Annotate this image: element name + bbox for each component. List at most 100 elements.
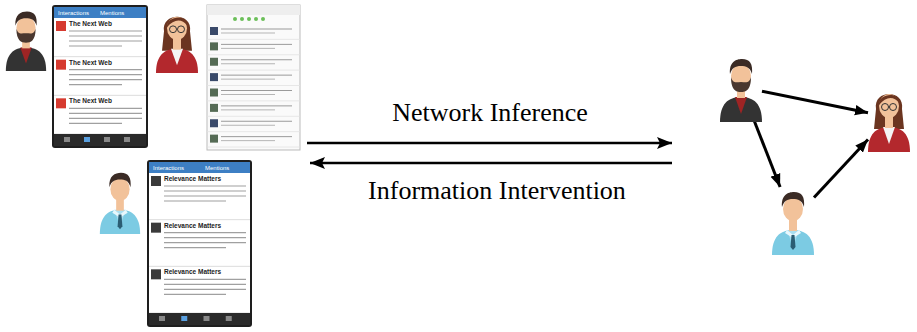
label-text: Relevance Matters xyxy=(164,175,221,182)
phone-screen xyxy=(149,162,250,325)
text-line xyxy=(164,190,246,191)
text-line xyxy=(69,113,142,114)
status-icon xyxy=(233,17,237,21)
beard xyxy=(731,77,751,92)
text-line xyxy=(164,237,246,238)
text-line xyxy=(164,232,246,233)
beard xyxy=(16,29,35,43)
glasses-bridge xyxy=(177,29,178,30)
text-line xyxy=(221,79,275,80)
phone-header xyxy=(54,7,146,18)
person-node xyxy=(716,52,766,122)
neck xyxy=(173,39,181,50)
neck xyxy=(789,220,797,231)
tweet-author: The Next Web xyxy=(69,97,112,105)
status-icon xyxy=(240,17,244,21)
person-icon xyxy=(156,17,198,73)
avatar xyxy=(210,104,218,112)
tab-icon xyxy=(226,316,232,321)
avatar xyxy=(151,269,161,279)
person-icon xyxy=(100,173,140,234)
tab-icon xyxy=(64,137,70,142)
row-divider xyxy=(54,56,146,57)
text-line xyxy=(221,105,292,106)
text-line xyxy=(221,44,292,45)
label-text: Interactions xyxy=(58,10,89,16)
text-line xyxy=(69,69,142,70)
influence-arrow xyxy=(753,118,780,187)
avatar xyxy=(151,176,161,186)
text-line xyxy=(221,90,292,91)
text-line xyxy=(164,195,246,196)
head xyxy=(879,94,899,118)
person-node xyxy=(768,183,818,257)
avatar xyxy=(56,21,66,31)
text-line xyxy=(164,247,226,248)
row-divider xyxy=(207,70,300,71)
text-line xyxy=(69,123,122,124)
shirt xyxy=(171,49,183,66)
text-line xyxy=(69,30,142,31)
shirt xyxy=(20,47,32,63)
neck xyxy=(885,117,893,128)
status-icon xyxy=(261,17,265,21)
person-figure xyxy=(868,94,910,152)
person-figure xyxy=(772,192,814,255)
body xyxy=(156,49,198,73)
hair xyxy=(730,59,752,74)
glasses xyxy=(178,26,185,33)
person-icon xyxy=(6,12,46,71)
screen-tab: Mentions xyxy=(100,9,124,17)
phone-frame xyxy=(52,5,148,148)
hair xyxy=(782,192,804,207)
avatar xyxy=(210,119,218,127)
phone-frame xyxy=(147,160,252,327)
text-line xyxy=(221,94,275,95)
hair-back xyxy=(162,17,192,51)
label-text: The Next Web xyxy=(69,20,112,27)
tweet-author: Relevance Matters xyxy=(164,268,221,276)
intervention-arrow xyxy=(310,162,672,165)
body xyxy=(100,210,140,234)
status-icon xyxy=(247,17,251,21)
text-line xyxy=(164,242,246,243)
text-line xyxy=(69,108,142,109)
row-divider xyxy=(149,266,250,267)
text-line xyxy=(69,79,142,80)
tie xyxy=(791,235,796,250)
neck xyxy=(116,200,124,211)
avatar xyxy=(210,89,218,97)
tab-icon xyxy=(159,316,165,321)
arrow-label: Network Inference xyxy=(340,98,640,128)
head xyxy=(167,17,187,40)
person-figure xyxy=(720,59,762,122)
phone-screenshot xyxy=(147,160,252,327)
text-line xyxy=(221,121,292,122)
text-line xyxy=(221,33,275,34)
label-text: The Next Web xyxy=(69,97,112,104)
text-line xyxy=(221,29,292,30)
label-text: Mentions xyxy=(205,165,229,171)
hair xyxy=(15,12,36,26)
label-text: Network Inference xyxy=(392,98,588,127)
glasses-bridge xyxy=(889,107,890,108)
screen-tab: Interactions xyxy=(153,164,184,172)
tab-icon xyxy=(204,316,210,321)
avatar xyxy=(210,73,218,81)
label-text: Mentions xyxy=(100,10,124,16)
glasses xyxy=(890,104,897,111)
tweet-author: The Next Web xyxy=(69,20,112,28)
screen-tab: Mentions xyxy=(205,164,229,172)
text-line xyxy=(221,140,275,141)
person-icon xyxy=(864,80,914,154)
hair-fringe xyxy=(879,95,899,105)
text-line xyxy=(164,284,246,285)
tweet-author: Relevance Matters xyxy=(164,175,221,183)
body xyxy=(720,97,762,122)
row-divider xyxy=(207,131,300,132)
screen-tab: Interactions xyxy=(58,9,89,17)
shirt xyxy=(883,127,895,144)
avatar xyxy=(56,60,66,70)
row-divider xyxy=(207,116,300,117)
